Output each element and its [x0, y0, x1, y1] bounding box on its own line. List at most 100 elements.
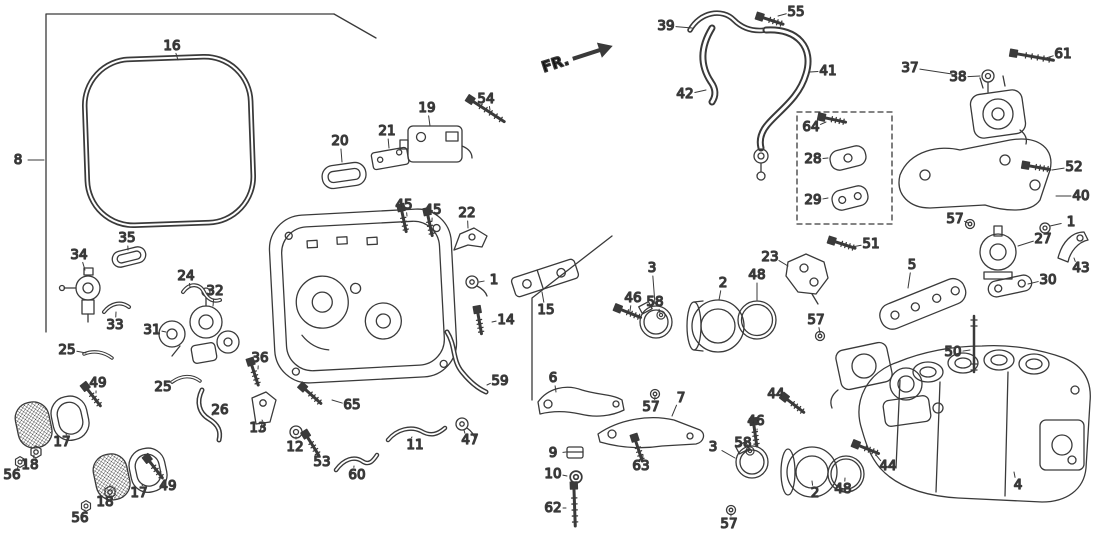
callout-24: 24	[177, 268, 194, 284]
callout-12: 12	[286, 439, 303, 455]
leader-line-43	[1073, 257, 1076, 262]
part-valve-box-19	[399, 125, 473, 163]
section-boundary-center	[531, 235, 613, 401]
callout-2: 2	[811, 485, 820, 501]
callout-16: 16	[163, 38, 180, 54]
leader-line-31	[161, 330, 167, 333]
callout-42: 42	[676, 86, 693, 102]
part-plate-29	[831, 185, 869, 211]
part-stud-50	[970, 314, 978, 374]
bolt-52	[1020, 159, 1052, 175]
washer-57a	[964, 218, 976, 230]
leader-line-2	[811, 480, 814, 486]
leader-line-64	[819, 121, 827, 125]
callout-18: 18	[21, 457, 38, 473]
part-screen-gasket-set-1	[14, 395, 90, 449]
part-stay-arm-6	[537, 386, 625, 417]
leader-line-58	[658, 308, 661, 314]
leader-line-3	[652, 275, 656, 305]
callout-32: 32	[206, 283, 223, 299]
part-egr-valve-27	[979, 225, 1017, 280]
callout-6: 6	[549, 370, 558, 386]
callout-48: 48	[834, 481, 851, 497]
callout-46: 46	[624, 290, 641, 306]
leader-line-16	[175, 52, 179, 61]
part-hose-41	[753, 26, 812, 181]
callout-2: 2	[719, 275, 728, 291]
leader-line-47	[463, 429, 466, 434]
leader-line-65	[331, 399, 343, 404]
callout-4: 4	[1014, 477, 1023, 493]
leader-line-44	[875, 454, 882, 462]
callout-57: 57	[946, 211, 963, 227]
callout-36: 36	[251, 350, 268, 366]
callout-57: 57	[642, 399, 659, 415]
fr-arrow-icon	[572, 42, 613, 61]
part-pipe-25a	[82, 350, 114, 360]
part-gasket-30	[987, 274, 1033, 298]
leader-line-44	[784, 397, 792, 404]
leader-line-25	[76, 350, 87, 354]
part-pipe-33	[102, 301, 131, 314]
part-bracket-13	[251, 391, 277, 433]
callout-50: 50	[944, 344, 961, 360]
leader-line-55	[777, 13, 787, 17]
callout-45: 45	[424, 202, 441, 218]
callout-26: 26	[211, 402, 228, 418]
leader-line-21	[387, 138, 390, 149]
part-valve-34	[58, 267, 101, 323]
part-valve-assembly-31-32	[158, 287, 240, 364]
part-pipe-60	[333, 452, 380, 473]
callout-60: 60	[348, 467, 365, 483]
callout-53: 53	[313, 454, 330, 470]
leader-line-7	[671, 404, 678, 417]
callout-56: 56	[3, 467, 20, 483]
part-hose-59	[444, 329, 489, 395]
callout-54: 54	[477, 91, 494, 107]
callout-49: 49	[159, 478, 176, 494]
callout-34: 34	[70, 247, 87, 263]
bolt-62	[568, 480, 581, 528]
callout-55: 55	[787, 4, 804, 20]
callout-49: 49	[89, 375, 106, 391]
part-clamp-3-lower	[735, 441, 769, 479]
section-boundary-left	[45, 13, 377, 333]
callout-58: 58	[646, 294, 663, 310]
callout-47: 47	[461, 432, 478, 448]
callout-51: 51	[862, 236, 879, 252]
bolt-53	[299, 427, 324, 459]
leader-line-5	[907, 272, 911, 289]
part-large-seal-ring	[81, 53, 257, 229]
leader-line-32	[212, 298, 215, 307]
callout-57: 57	[807, 312, 824, 328]
part-oval-gasket-35	[111, 246, 147, 268]
part-oring-48-lower	[827, 455, 865, 493]
callout-46: 46	[747, 413, 764, 429]
callout-20: 20	[331, 133, 348, 149]
leader-line-50	[962, 349, 971, 352]
leader-line-1	[478, 280, 485, 283]
leader-line-37	[919, 68, 953, 75]
leader-line-57	[818, 327, 821, 334]
callout-58: 58	[734, 435, 751, 451]
part-boot-2-upper	[686, 299, 745, 353]
leader-line-52	[1051, 167, 1065, 171]
leader-line-14	[491, 320, 497, 323]
leader-line-19	[428, 115, 431, 127]
callout-11: 11	[406, 437, 423, 453]
leader-line-3	[721, 450, 736, 459]
callout-10: 10	[544, 466, 561, 482]
callout-41: 41	[819, 63, 836, 79]
callout-39: 39	[657, 18, 674, 34]
leader-line-42	[694, 89, 707, 94]
leader-line-54	[488, 106, 491, 111]
part-stay-plate-15	[510, 258, 580, 298]
callout-38: 38	[949, 69, 966, 85]
leader-line-29	[822, 197, 829, 200]
bolt-46a	[611, 302, 644, 323]
callout-3: 3	[648, 260, 657, 276]
washer-57d	[725, 504, 737, 516]
part-stay-43	[1057, 231, 1089, 263]
